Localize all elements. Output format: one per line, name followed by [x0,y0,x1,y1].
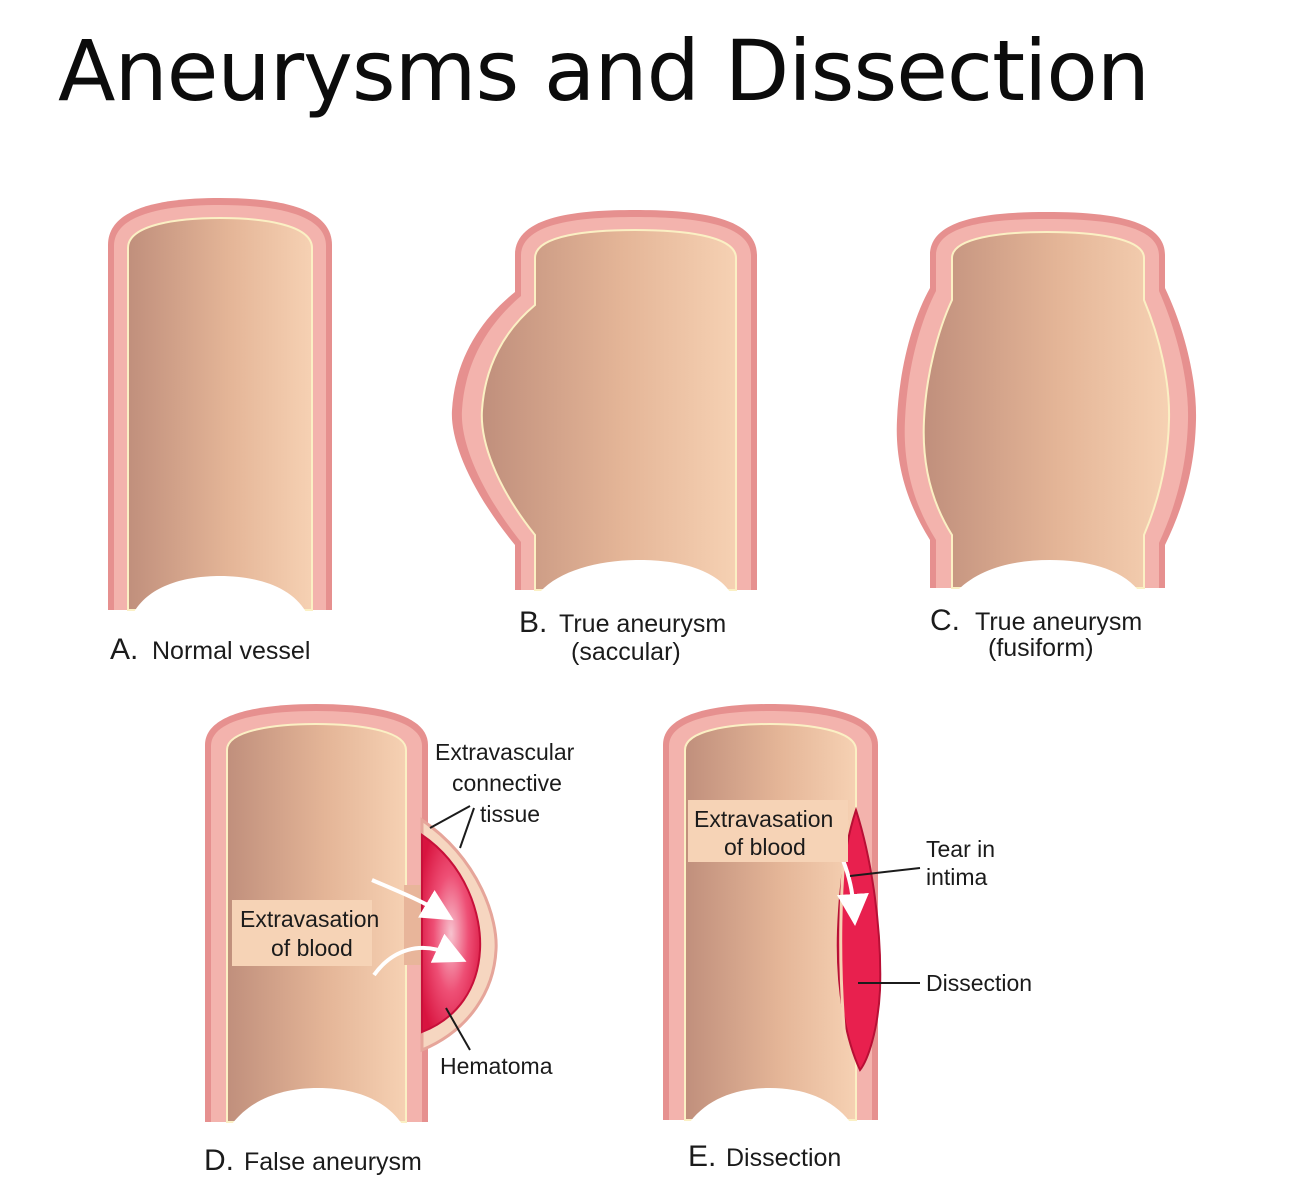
panel-a-normal-vessel [108,198,332,612]
panel-e-extravasation-line1: Extravasation [694,806,833,832]
panel-e-letter: E. [688,1140,716,1173]
panel-d-caption: False aneurysm [244,1148,422,1176]
vessel-lumen [127,216,313,611]
hematoma [421,833,482,1034]
panel-d-extravascular-line1: Extravascular [435,739,575,765]
page-title: Aneurysms and Dissection [58,22,1150,120]
panel-e-extravasation-line2: of blood [724,834,806,860]
extravasation-label-box [232,900,372,966]
panel-e-tear-line1: Tear in [926,836,995,862]
panel-a-letter: A. [110,633,138,666]
panel-e-dissection [663,704,921,1122]
panel-e-caption: Dissection [726,1144,841,1172]
panel-c-caption-line2: (fusiform) [988,634,1094,662]
panel-b-caption-line2: (saccular) [571,638,681,666]
vessel-lumen [480,228,737,591]
panel-e-tear-line2: intima [926,864,988,890]
panel-c-caption-line1: True aneurysm [975,608,1142,636]
panel-d-extravasation-line1: Extravasation [240,906,379,932]
panel-d-extravasation-line2: of blood [271,935,353,961]
panel-d-extravascular-line3: tissue [480,801,540,827]
panel-e-dissection-label: Dissection [926,970,1032,996]
panel-b-saccular-aneurysm [451,210,757,592]
panel-d-letter: D. [204,1144,234,1177]
vessel-lumen [922,230,1171,589]
panel-d-hematoma: Hematoma [440,1053,553,1079]
vessel-lumen [684,722,857,1121]
panel-d-extravascular-line2: connective [452,770,562,796]
panel-d-false-aneurysm [205,704,498,1124]
panel-a-caption: Normal vessel [152,637,310,665]
panel-c-fusiform-aneurysm [896,212,1197,590]
extravasation-label-box [688,800,848,862]
panel-c-letter: C. [930,604,960,637]
panel-b-letter: B. [519,606,547,639]
panel-b-caption-line1: True aneurysm [559,610,726,638]
